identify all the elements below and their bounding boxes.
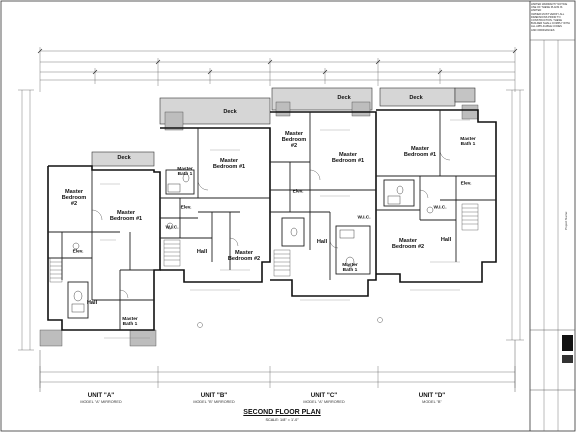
- room-b-master-bedroom-2: Master Bedroom #2: [227, 250, 261, 262]
- room-d-master-bedroom-2: Master Bedroom #2: [391, 238, 425, 250]
- interior-walls: [48, 110, 496, 330]
- stairs: [49, 203, 479, 283]
- unit-b-model: MODEL "B" MIRRORED: [193, 400, 235, 404]
- note-line: BUILDER SHALL COMPLY WITH: [531, 22, 570, 26]
- note-line: DIMENSIONS PRIOR TO: [531, 15, 561, 19]
- drawing-title: SECOND FLOOR PLAN: [243, 409, 321, 416]
- room-d-elevator: Elev.: [460, 181, 472, 187]
- room-b-master-bath: Master Bath 1: [177, 167, 193, 177]
- unit-d-label: UNIT "D": [418, 392, 446, 399]
- unit-a-label: UNIT "A": [87, 392, 115, 399]
- room-c-hall: Hall: [316, 239, 328, 245]
- note-line: AND ORDINANCES: [531, 28, 555, 32]
- room-d-master-bath: Master Bath 1: [460, 137, 476, 147]
- note-line: ALL APPLICABLE CODES: [531, 25, 562, 29]
- note-line: LIMITED WARRANTY NOTICE: [531, 3, 568, 6]
- room-b-master-bedroom-1: Master Bedroom #1: [212, 158, 246, 170]
- unit-a-model: MODEL "A" MIRRORED: [80, 400, 122, 404]
- room-c-deck: Deck: [337, 95, 351, 101]
- drawing-scale: SCALE: 1/8" = 1'-0": [265, 418, 299, 422]
- room-b-walk-in-closet: W.I.C.: [165, 225, 179, 231]
- room-d-walk-in-closet: W.I.C.: [433, 205, 447, 211]
- unit-c-model: MODEL "A" MIRRORED: [303, 400, 345, 404]
- room-a-hall: Hall: [86, 300, 98, 306]
- room-a-master-bedroom-1: Master Bedroom #1: [109, 210, 143, 222]
- room-b-elevator: Elev.: [180, 205, 192, 211]
- room-a-deck: Deck: [117, 155, 131, 161]
- note-line: USE OF THESE PLANS IS LIMITED: [531, 6, 563, 13]
- room-c-master-bath: Master Bath 1: [342, 263, 358, 273]
- general-notes: LIMITED WARRANTY NOTICE USE OF THESE PLA…: [531, 3, 573, 32]
- project-name-label: Project Name:: [564, 210, 568, 230]
- grid-markers: [39, 317, 516, 392]
- room-a-master-bath: Master Bath 1: [122, 317, 138, 327]
- room-c-master-bedroom-1: Master Bedroom #1: [331, 152, 365, 164]
- note-line: OWNER MUST VERIFY ALL: [531, 12, 565, 16]
- fixtures: [71, 173, 434, 313]
- door-swings: [91, 149, 451, 299]
- room-a-master-bedroom-2: Master Bedroom #2: [61, 189, 87, 207]
- room-d-master-bedroom-1: Master Bedroom #1: [403, 146, 437, 158]
- unit-c-label: UNIT "C": [310, 392, 338, 399]
- unit-d-model: MODEL "B": [422, 400, 442, 404]
- room-c-master-bedroom-2: Master Bedroom #2: [281, 131, 307, 149]
- note-line: CONSTRUCTION. THESE: [531, 19, 562, 23]
- room-c-walk-in-closet: W.I.C.: [357, 215, 371, 221]
- room-b-deck: Deck: [223, 109, 237, 115]
- room-d-deck: Deck: [409, 95, 423, 101]
- unit-b-label: UNIT "B": [200, 392, 228, 399]
- room-d-hall: Hall: [440, 237, 452, 243]
- room-a-elevator: Elev.: [72, 249, 84, 255]
- room-b-hall: Hall: [196, 249, 208, 255]
- room-c-elevator: Elev.: [292, 189, 304, 195]
- title-block: [529, 1, 575, 431]
